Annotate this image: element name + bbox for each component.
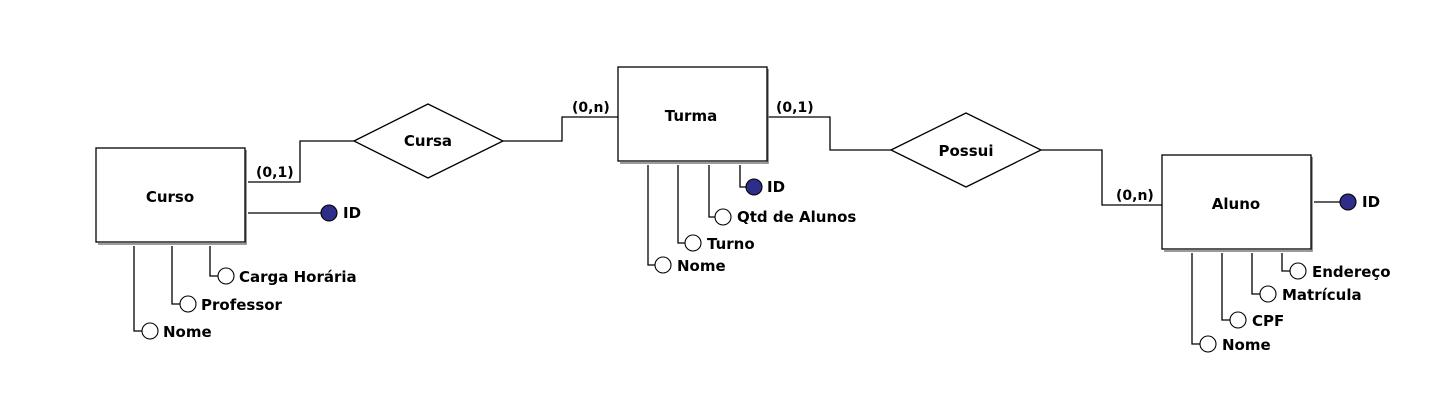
attribute-label: Carga Horária: [239, 268, 357, 286]
attribute-turma-turno[interactable]: Turno: [677, 165, 755, 253]
attribute-icon: [684, 234, 702, 252]
attribute-label: Qtd de Alunos: [737, 208, 856, 226]
key-attribute-icon: [320, 204, 338, 222]
cardinality-curso-cursa: (0,1): [256, 165, 294, 181]
attribute-icon: [714, 208, 732, 226]
attribute-icon: [141, 322, 159, 340]
relationship-name: Possui: [939, 142, 994, 160]
entity-turma[interactable]: Turma: [617, 66, 769, 164]
attribute-icon: [654, 256, 672, 274]
attribute-label: Nome: [1222, 336, 1271, 354]
attribute-aluno-id[interactable]: ID: [1314, 193, 1380, 211]
attribute-icon: [1289, 262, 1307, 280]
attribute-turma-nome[interactable]: Nome: [647, 165, 726, 275]
attribute-curso-carga-horaria[interactable]: Carga Horária: [209, 246, 357, 286]
attribute-label: CPF: [1252, 312, 1284, 330]
entity-shadow: [1164, 157, 1313, 252]
attribute-label: Nome: [677, 257, 726, 275]
attribute-icon: [179, 295, 197, 313]
key-attribute-icon: [1339, 193, 1357, 211]
attribute-label: Professor: [201, 296, 283, 314]
possui-aluno-connector: [1041, 149, 1162, 206]
entity-box: [95, 147, 246, 243]
attribute-label: Matrícula: [1282, 286, 1362, 304]
attribute-icon: [1229, 311, 1247, 329]
entity-curso[interactable]: Curso: [95, 147, 247, 245]
attribute-curso-professor[interactable]: Professor: [171, 246, 283, 314]
entity-name: Turma: [665, 107, 717, 125]
key-attribute-icon: [745, 178, 763, 196]
entity-shadow: [98, 150, 247, 245]
attribute-icon: [217, 267, 235, 285]
attribute-icon: [1259, 285, 1277, 303]
attribute-icon: [1199, 335, 1217, 353]
attribute-aluno-nome[interactable]: Nome: [1191, 253, 1271, 354]
entity-box: [1161, 154, 1312, 250]
attribute-turma-qtd-alunos[interactable]: Qtd de Alunos: [708, 165, 856, 226]
attribute-label: Turno: [707, 235, 755, 253]
attribute-aluno-cpf[interactable]: CPF: [1221, 253, 1284, 330]
relationship-diamond: [889, 112, 1043, 188]
attribute-aluno-endereco[interactable]: Endereço: [1281, 253, 1391, 281]
turma-possui-connector: [767, 116, 891, 151]
cardinality-aluno-possui: (0,n): [1116, 188, 1154, 204]
attribute-label: Endereço: [1312, 263, 1391, 281]
cursa-turma-connector: [503, 116, 618, 142]
attribute-label: ID: [343, 204, 361, 222]
relationship-possui[interactable]: Possui: [889, 112, 1043, 188]
attribute-curso-id[interactable]: ID: [248, 204, 361, 222]
cardinality-turma-possui: (0,1): [776, 100, 814, 116]
relationship-name: Cursa: [404, 132, 452, 150]
entity-box: [617, 66, 768, 162]
attribute-label: ID: [1362, 193, 1380, 211]
relationship-diamond: [352, 103, 505, 179]
attribute-label: ID: [767, 178, 785, 196]
entity-name: Curso: [146, 188, 194, 206]
relationship-cursa[interactable]: Cursa: [352, 103, 505, 179]
attribute-aluno-matricula[interactable]: Matrícula: [1251, 253, 1362, 304]
attribute-turma-id[interactable]: ID: [739, 165, 785, 196]
entity-name: Aluno: [1212, 195, 1260, 213]
curso-cursa-connector: [248, 140, 354, 183]
cardinality-turma-cursa: (0,n): [572, 100, 610, 116]
entity-aluno[interactable]: Aluno: [1161, 154, 1313, 252]
attribute-label: Nome: [163, 323, 212, 341]
attribute-curso-nome[interactable]: Nome: [133, 246, 212, 341]
entity-shadow: [620, 69, 769, 164]
